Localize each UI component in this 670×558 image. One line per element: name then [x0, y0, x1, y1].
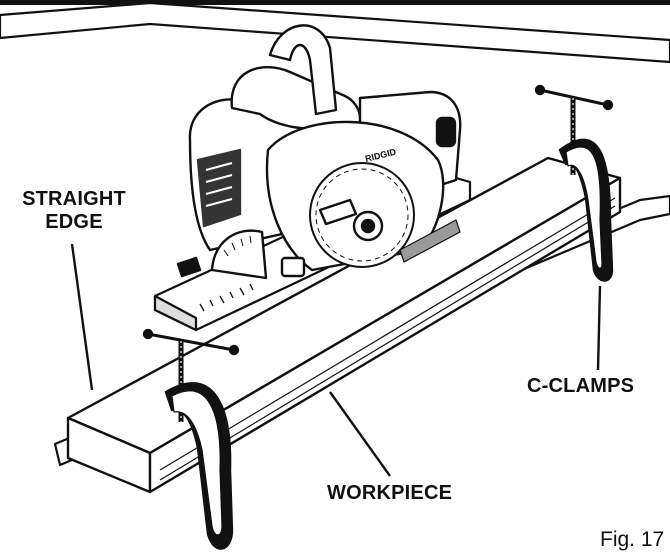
circular-saw — [176, 24, 462, 280]
workpiece-board — [66, 156, 622, 494]
leader-workpiece — [329, 391, 391, 477]
c-clamp-left — [142, 328, 240, 550]
top-rule — [0, 0, 670, 5]
label-straight-edge-line2: EDGE — [45, 211, 103, 233]
figure-number: Fig. 17 — [600, 528, 665, 551]
label-straight-edge-line1: STRAIGHT — [22, 188, 126, 210]
label-straight-edge: STRAIGHT EDGE — [8, 188, 140, 234]
c-clamp-right — [534, 84, 614, 282]
leader-straight-edge — [70, 243, 94, 391]
label-workpiece: WORKPIECE — [327, 482, 453, 504]
callout-leaders — [70, 243, 602, 477]
leader-c-clamps — [596, 285, 602, 371]
label-c-clamps: C-CLAMPS — [527, 375, 635, 397]
